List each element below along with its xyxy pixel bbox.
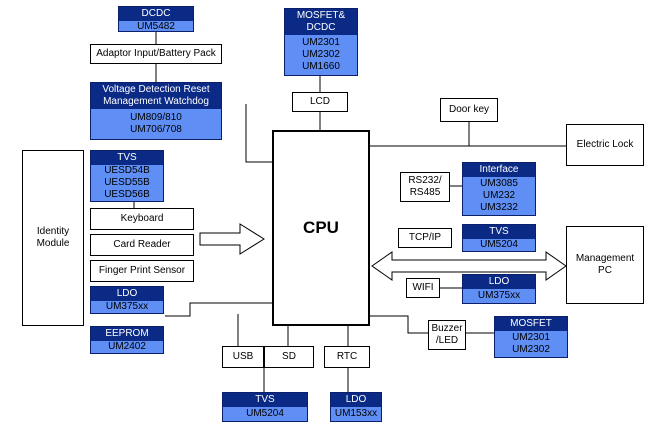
wifi-box: WIFI [406, 278, 440, 298]
tcpip-box: TCP/IP [398, 228, 452, 248]
mosfet-dcdc-part-2: UM2302 [302, 49, 340, 60]
voltage-part-1: UM809/810 [130, 112, 182, 123]
tvs-left-part-3: UESD56B [104, 189, 150, 200]
identity-module-label-2: Module [36, 238, 70, 249]
mosfet-dcdc-part-3: UM1660 [302, 61, 340, 72]
management-pc-box: Management PC [566, 226, 644, 304]
keyboard-label: Keyboard [120, 213, 164, 224]
tvs-left-part-1: UESD54B [104, 165, 150, 176]
tvs-left-part-2: UESD55B [104, 177, 150, 188]
dcdc-part: UM5482 [119, 21, 193, 31]
ldo-left-part: UM375xx [91, 301, 163, 313]
mosfet-dcdc-header: MOSFET& DCDC [285, 9, 357, 35]
interface-part-3: UM3232 [480, 202, 518, 213]
ldo-right-header: LDO [463, 275, 535, 289]
keyboard-box: Keyboard [90, 208, 194, 230]
interface-part-1: UM3085 [480, 178, 518, 189]
interface-parts: UM3085 UM232 UM3232 [463, 177, 535, 215]
mosfet-part-1: UM2301 [512, 332, 550, 343]
usb-label: USB [232, 351, 254, 362]
tvs-bottom-part: UM5204 [223, 407, 307, 421]
tvs-left-chip: TVS UESD54B UESD55B UESD56B [90, 150, 164, 202]
lcd-box: LCD [292, 92, 348, 112]
tvs-left-header: TVS [91, 151, 163, 165]
eeprom-part: UM2402 [91, 341, 163, 353]
door-key-box: Door key [440, 98, 498, 122]
ldo-right-chip: LDO UM375xx [462, 274, 536, 304]
buzzer-led-box: Buzzer /LED [428, 320, 466, 350]
card-reader-label: Card Reader [113, 239, 171, 250]
sd-label: SD [282, 351, 296, 362]
wifi-label: WIFI [412, 282, 434, 293]
buzzer-label-2: /LED [435, 335, 459, 346]
tvs-right-chip: TVS UM5204 [462, 224, 536, 252]
sd-box: SD [264, 346, 314, 368]
buzzer-label-1: Buzzer [431, 323, 463, 334]
cpu-block: CPU [272, 130, 370, 326]
tcpip-label: TCP/IP [408, 232, 442, 243]
ldo-left-header: LDO [91, 287, 163, 301]
adaptor-box: Adaptor Input/Battery Pack [90, 44, 222, 64]
identity-module-label-1: Identity [36, 226, 70, 237]
finger-print-label: Finger Print Sensor [98, 265, 186, 276]
mosfet-chip: MOSFET UM2301 UM2302 [494, 316, 568, 358]
voltage-detection-chip: Voltage Detection Reset Management Watch… [90, 82, 222, 140]
ldo-bottom-header: LDO [331, 393, 381, 407]
dcdc-header: DCDC [119, 7, 193, 21]
tvs-right-header: TVS [463, 225, 535, 239]
rtc-box: RTC [324, 346, 370, 368]
eeprom-chip: EEPROM UM2402 [90, 326, 164, 354]
tvs-right-part: UM5204 [463, 239, 535, 251]
tvs-bottom-header: TVS [223, 393, 307, 407]
ldo-bottom-part: UM153xx [331, 407, 381, 421]
mosfet-part-2: UM2302 [512, 344, 550, 355]
management-pc-label-1: Management [575, 253, 635, 264]
identity-module-box: Identity Module [22, 150, 84, 326]
mosfet-dcdc-header-line2: DCDC [306, 22, 336, 33]
mosfet-dcdc-chip: MOSFET& DCDC UM2301 UM2302 UM1660 [284, 8, 358, 76]
tvs-bottom-chip: TVS UM5204 [222, 392, 308, 422]
ldo-bottom-chip: LDO UM153xx [330, 392, 382, 422]
rs232-box: RS232/ RS485 [400, 172, 450, 202]
voltage-header: Voltage Detection Reset Management Watch… [91, 83, 221, 109]
ldo-right-part: UM375xx [463, 289, 535, 303]
ldo-left-chip: LDO UM375xx [90, 286, 164, 314]
management-pc-label-2: PC [598, 265, 612, 276]
mosfet-dcdc-parts: UM2301 UM2302 UM1660 [285, 35, 357, 75]
interface-header: Interface [463, 163, 535, 177]
electric-lock-box: Electric Lock [566, 124, 644, 166]
electric-lock-label: Electric Lock [576, 139, 634, 150]
cpu-label: CPU [303, 218, 339, 237]
interface-chip: Interface UM3085 UM232 UM3232 [462, 162, 536, 216]
dcdc-chip: DCDC UM5482 [118, 6, 194, 32]
mosfet-dcdc-header-line1: MOSFET& [296, 10, 346, 21]
mosfet-parts: UM2301 UM2302 [495, 331, 567, 357]
voltage-header-line1: Voltage Detection Reset [102, 84, 210, 95]
tvs-left-parts: UESD54B UESD55B UESD56B [91, 165, 163, 201]
mosfet-dcdc-part-1: UM2301 [302, 37, 340, 48]
voltage-parts: UM809/810 UM706/708 [91, 109, 221, 139]
lcd-label: LCD [309, 96, 330, 107]
interface-part-2: UM232 [482, 190, 516, 201]
voltage-header-line2: Management Watchdog [103, 96, 209, 107]
door-key-label: Door key [448, 104, 489, 115]
finger-print-box: Finger Print Sensor [90, 260, 194, 282]
eeprom-header: EEPROM [91, 327, 163, 341]
adaptor-label: Adaptor Input/Battery Pack [96, 48, 216, 59]
card-reader-box: Card Reader [90, 234, 194, 256]
mosfet-header: MOSFET [495, 317, 567, 331]
voltage-part-2: UM706/708 [130, 124, 182, 135]
rs232-label-2: RS485 [409, 187, 441, 198]
rtc-label: RTC [336, 351, 358, 362]
rs232-label-1: RS232/ [408, 175, 442, 186]
usb-box: USB [222, 346, 264, 368]
